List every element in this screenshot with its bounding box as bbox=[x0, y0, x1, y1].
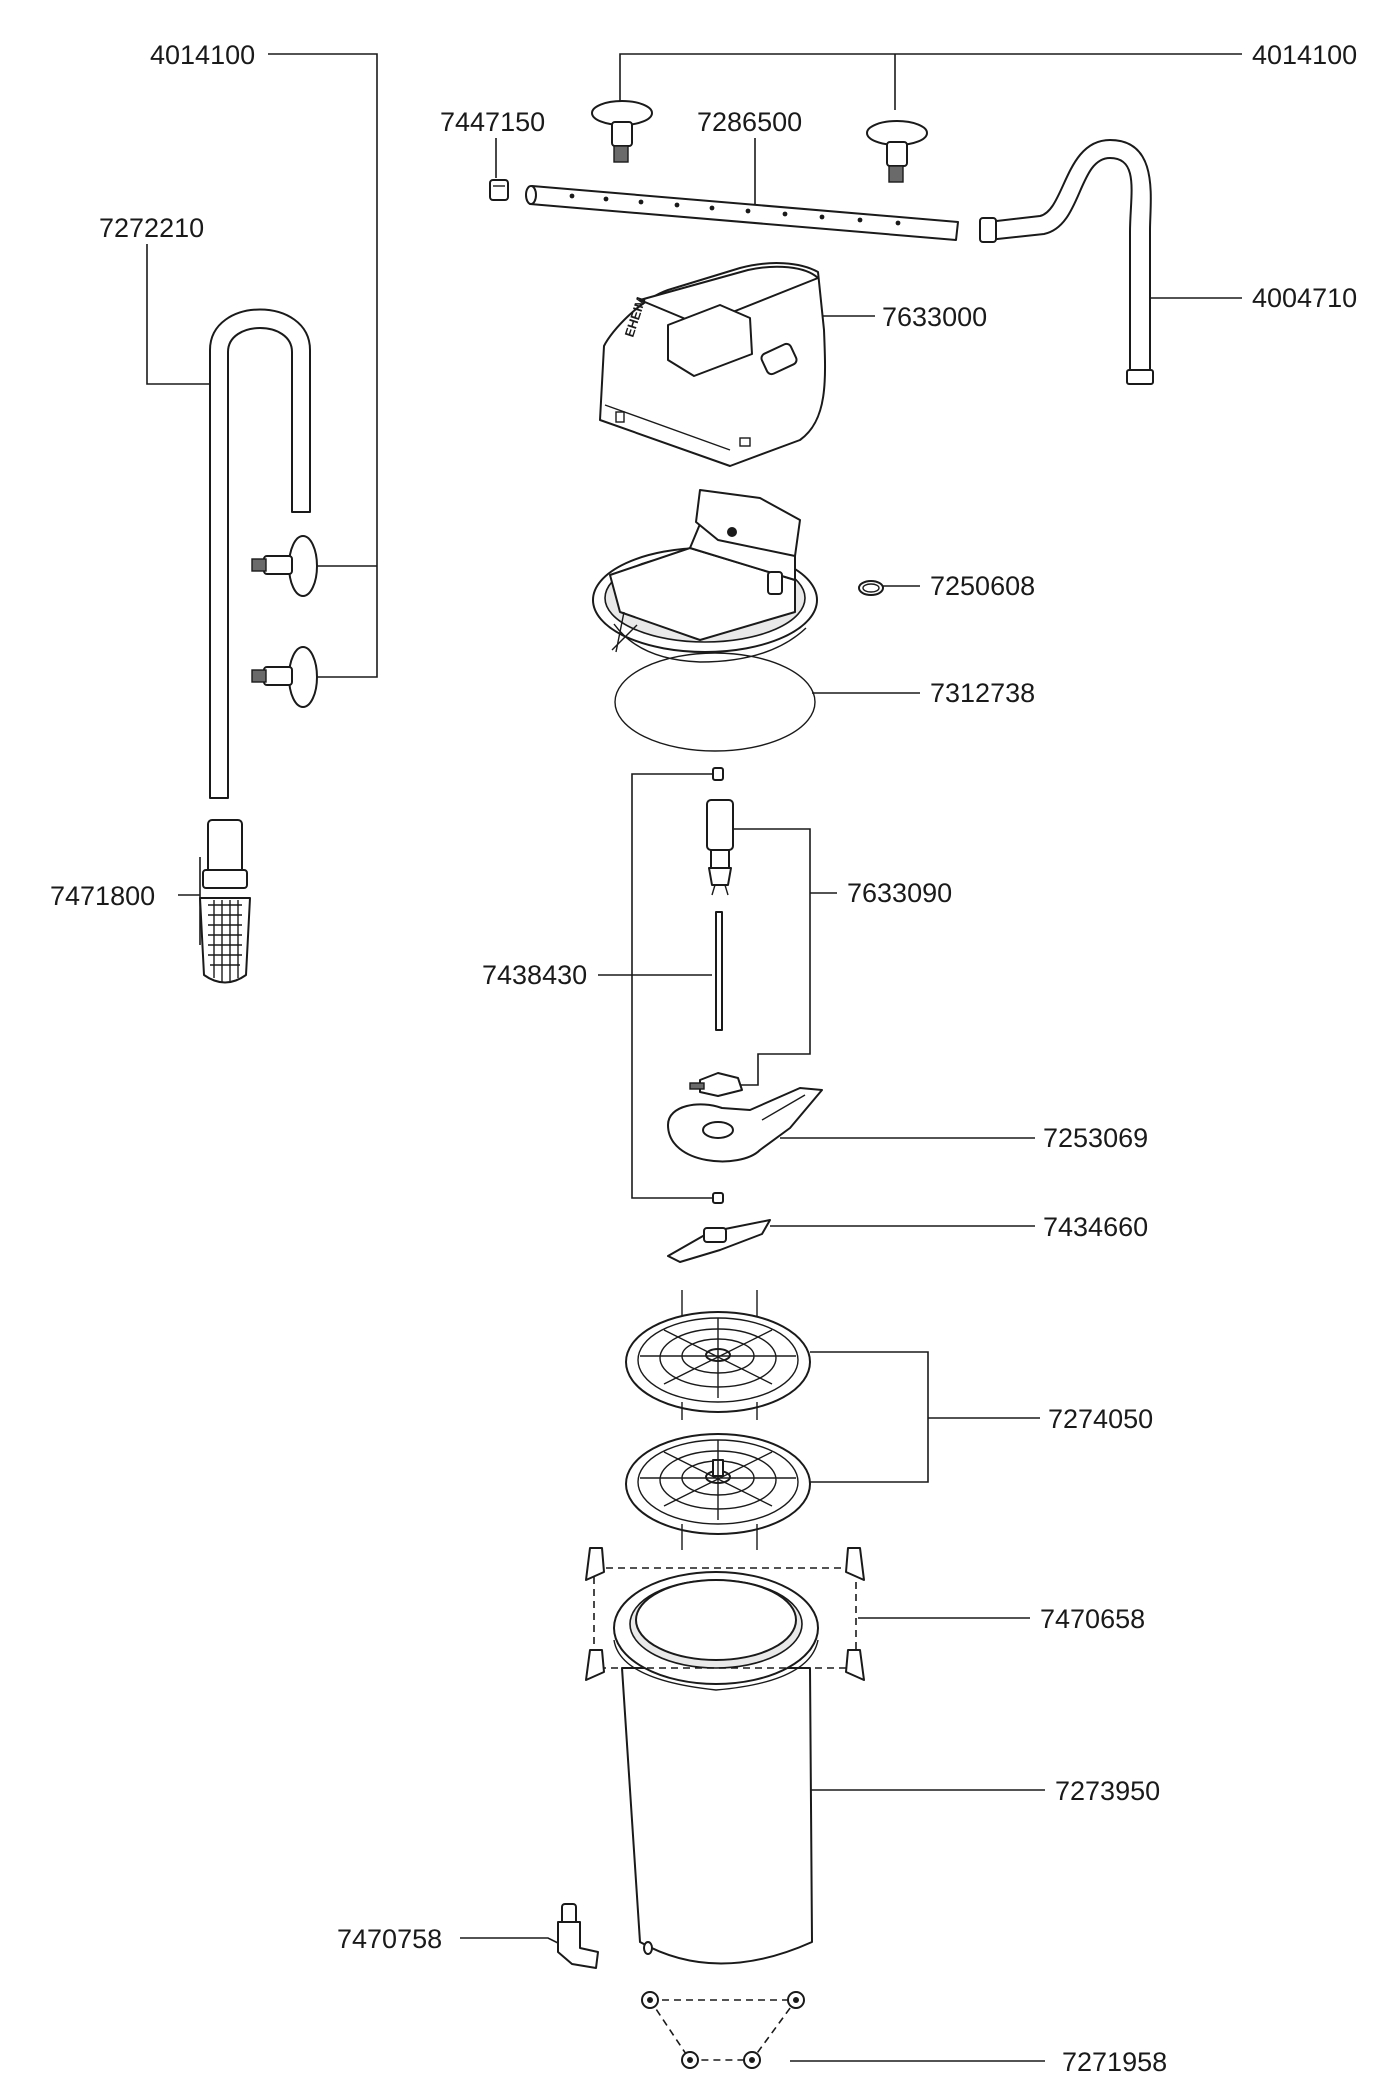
pump-cover: EHEIM bbox=[599, 262, 827, 467]
shaft-cap-lower bbox=[712, 1192, 724, 1204]
intake-pipe bbox=[209, 308, 311, 799]
suction-cup-left-upper bbox=[251, 535, 318, 597]
suction-cup-left-lower bbox=[251, 646, 318, 708]
filter-plate-upper bbox=[625, 1290, 811, 1420]
label-suction-cups-left: 4014100 bbox=[150, 40, 255, 70]
label-impeller-set: 7633090 bbox=[847, 878, 952, 908]
pump-head bbox=[592, 489, 818, 663]
label-o-ring-small: 7250608 bbox=[930, 571, 1035, 601]
canister bbox=[613, 1571, 819, 1965]
label-clips: 7470658 bbox=[1040, 1604, 1145, 1634]
elbow-connector bbox=[557, 1903, 599, 1969]
clips bbox=[585, 1547, 865, 1681]
impeller bbox=[706, 799, 734, 896]
label-spray-bar: 7286500 bbox=[697, 107, 802, 137]
outlet-bend bbox=[979, 139, 1154, 385]
label-outlet-bend: 4004710 bbox=[1252, 283, 1357, 313]
o-ring-small bbox=[858, 580, 884, 596]
spray-bar bbox=[525, 185, 959, 241]
label-rubber-feet: 7271958 bbox=[1062, 2047, 1167, 2077]
label-intake-strainer: 7471800 bbox=[50, 881, 155, 911]
shaft bbox=[715, 911, 723, 1031]
label-plug: 7447150 bbox=[440, 107, 545, 137]
impeller-holder bbox=[667, 1219, 771, 1263]
label-canister: 7273950 bbox=[1055, 1776, 1160, 1806]
label-suction-cups-top: 4014100 bbox=[1252, 40, 1357, 70]
intake-strainer bbox=[199, 819, 251, 984]
rubber-feet bbox=[641, 1991, 805, 2069]
sealing-ring bbox=[614, 652, 816, 752]
suction-cup-top-left bbox=[591, 100, 653, 163]
label-pump-cover: 7633000 bbox=[882, 302, 987, 332]
label-sealing-ring: 7312738 bbox=[930, 678, 1035, 708]
part-labels: 4014100 4014100 7272210 7447150 7286500 … bbox=[50, 40, 1357, 2077]
plug bbox=[489, 179, 509, 201]
impeller-cover bbox=[667, 1087, 823, 1163]
label-elbow-connector: 7470758 bbox=[337, 1924, 442, 1954]
shaft-cap bbox=[712, 767, 724, 781]
label-filter-plates: 7274050 bbox=[1048, 1404, 1153, 1434]
label-intake-pipe: 7272210 bbox=[99, 213, 204, 243]
label-shaft: 7438430 bbox=[482, 960, 587, 990]
label-impeller-cover: 7253069 bbox=[1043, 1123, 1148, 1153]
wing-nut bbox=[689, 1072, 743, 1097]
suction-cup-top-right bbox=[866, 120, 928, 183]
label-impeller-holder: 7434660 bbox=[1043, 1212, 1148, 1242]
filter-plate-lower bbox=[625, 1433, 811, 1550]
